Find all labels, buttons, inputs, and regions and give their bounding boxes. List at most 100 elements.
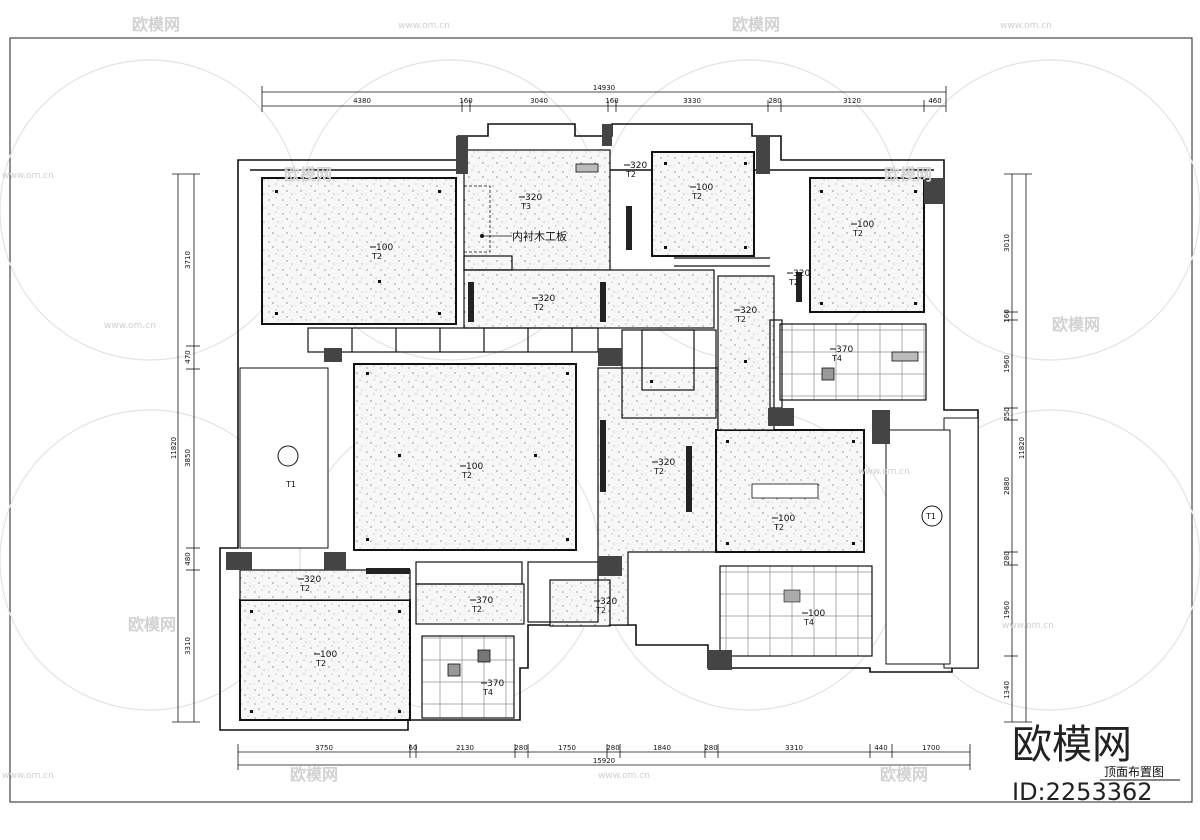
ceiling-code: T3 <box>520 202 531 211</box>
right-seg-2: 1960 <box>1003 355 1011 373</box>
ceiling-code: T2 <box>852 229 863 238</box>
left-total-dim: 11820 <box>170 437 178 459</box>
wood-lining-annotation: 内衬木工板 <box>512 229 567 243</box>
watermark-brand: 欧模网 <box>884 165 932 184</box>
ceiling-tag: 320 T2 <box>594 597 617 615</box>
drawing-title: 顶面布置图 <box>1104 765 1164 779</box>
ceiling-code: T2 <box>533 303 544 312</box>
right-seg-4: 2880 <box>1003 477 1011 495</box>
ceiling-height: 100 <box>808 609 825 619</box>
bottom-seg-6: 1840 <box>653 744 671 752</box>
ceiling-height: 320 <box>793 269 810 279</box>
top-seg-0: 4380 <box>353 97 371 105</box>
watermark-id: ID:2253362 <box>1012 778 1153 806</box>
bottom-seg-4: 1750 <box>558 744 576 752</box>
ceiling-code: T2 <box>691 192 702 201</box>
ceiling-height: 320 <box>600 597 617 607</box>
exhaust-fan <box>783 589 801 603</box>
ceiling-code: T2 <box>299 584 310 593</box>
ceiling-tag: 320 T2 <box>787 269 810 287</box>
ceiling-code: T2 <box>735 315 746 324</box>
bottom-segment-labels: 3750 60 2130 280 1750 280 1840 280 3310 … <box>315 744 940 752</box>
ceiling-height: 100 <box>320 650 337 660</box>
ceiling-code: T4 <box>803 618 814 627</box>
ceiling-tag: 100 T2 <box>851 220 874 238</box>
bottom-seg-1: 60 <box>409 744 418 752</box>
ceiling-tag: 320 T2 <box>624 161 647 179</box>
bottom-seg-5: 280 <box>606 744 619 752</box>
ceiling-code: T2 <box>595 606 606 615</box>
bath-southeast <box>719 565 873 657</box>
room-bedroom-n <box>651 151 755 257</box>
ceiling-code: T2 <box>625 170 636 179</box>
bottom-seg-10: 1700 <box>922 744 940 752</box>
ceiling-height: 370 <box>487 679 504 689</box>
ceiling-height: 320 <box>538 294 555 304</box>
right-seg-1: 160 <box>1003 309 1011 322</box>
top-dimension-group <box>261 86 947 112</box>
watermark-url-layer: www.om.cn www.om.cn www.om.cn www.om.cn … <box>2 21 1054 781</box>
structural-columns <box>226 124 944 670</box>
bath-south <box>421 635 515 719</box>
left-seg-0: 3710 <box>184 251 192 269</box>
room-bedroom-sw <box>239 599 411 721</box>
light-fixture-square <box>821 367 835 381</box>
ceiling-tag: 100 T4 <box>802 609 825 627</box>
right-dimension-group <box>1004 173 1032 723</box>
left-balcony-drain-icon <box>277 445 299 467</box>
watermark-brand: 欧模网 <box>284 165 332 184</box>
ceiling-height: 100 <box>376 243 393 253</box>
ceiling-height: 100 <box>466 462 483 472</box>
right-total-dim: 11820 <box>1018 437 1026 459</box>
watermark-url: www.om.cn <box>1002 621 1054 631</box>
bath-east <box>779 323 927 401</box>
bottom-seg-3: 280 <box>514 744 527 752</box>
ceiling-tag: 320 T3 <box>519 193 542 211</box>
left-seg-1: 470 <box>184 350 192 363</box>
ceiling-tag: 100 T2 <box>460 462 483 480</box>
room-study <box>415 583 525 625</box>
ceiling-height: 100 <box>857 220 874 230</box>
bottom-dimension-group <box>237 744 971 770</box>
left-seg-2: 3850 <box>184 449 192 467</box>
ceiling-code: T2 <box>371 252 382 261</box>
ceiling-tag: 370 T4 <box>481 679 504 697</box>
ceiling-height: 100 <box>696 183 713 193</box>
right-seg-7: 1340 <box>1003 681 1011 699</box>
watermark-brand: 欧模网 <box>1052 315 1100 334</box>
left-dimension-group <box>172 173 200 723</box>
ceiling-code: T4 <box>831 354 842 363</box>
room-living <box>353 363 577 551</box>
room-bedroom-nw <box>261 177 457 325</box>
bottom-seg-0: 3750 <box>315 744 333 752</box>
watermark-url: www.om.cn <box>598 771 650 781</box>
room-dining <box>597 367 719 626</box>
room-kitchen <box>715 429 865 553</box>
left-seg-4: 3310 <box>184 637 192 655</box>
top-seg-2: 3040 <box>530 97 548 105</box>
ceiling-code: T4 <box>482 688 493 697</box>
room-fills <box>239 149 925 721</box>
right-seg-0: 3010 <box>1003 234 1011 252</box>
air-vents <box>366 206 802 574</box>
wood-lining-dashed-box <box>463 185 491 253</box>
left-seg-3: 480 <box>184 552 192 565</box>
top-seg-7: 460 <box>928 97 941 105</box>
ceiling-vent-grille <box>575 163 599 173</box>
watermark-brand: 欧模网 <box>290 765 338 784</box>
top-seg-1: 160 <box>459 97 472 105</box>
top-seg-3: 160 <box>605 97 618 105</box>
room-corridor <box>463 269 715 329</box>
left-balcony-label: T1 <box>285 480 296 489</box>
watermark-url: www.om.cn <box>398 21 450 31</box>
downlights <box>250 162 917 713</box>
ceiling-tag: 100 T2 <box>772 514 795 532</box>
ceiling-code: T2 <box>461 471 472 480</box>
ceiling-tags: 100 T2 320 T3 320 T2 100 T2 100 T2 320 T… <box>298 161 874 697</box>
ceiling-tag: 100 T2 <box>690 183 713 201</box>
right-seg-5: 280 <box>1003 551 1011 564</box>
right-segment-labels: 3010 160 1960 250 2880 280 1960 1340 <box>1003 234 1011 699</box>
ceiling-code: T2 <box>773 523 784 532</box>
watermark-brand: 欧模网 <box>880 765 928 784</box>
